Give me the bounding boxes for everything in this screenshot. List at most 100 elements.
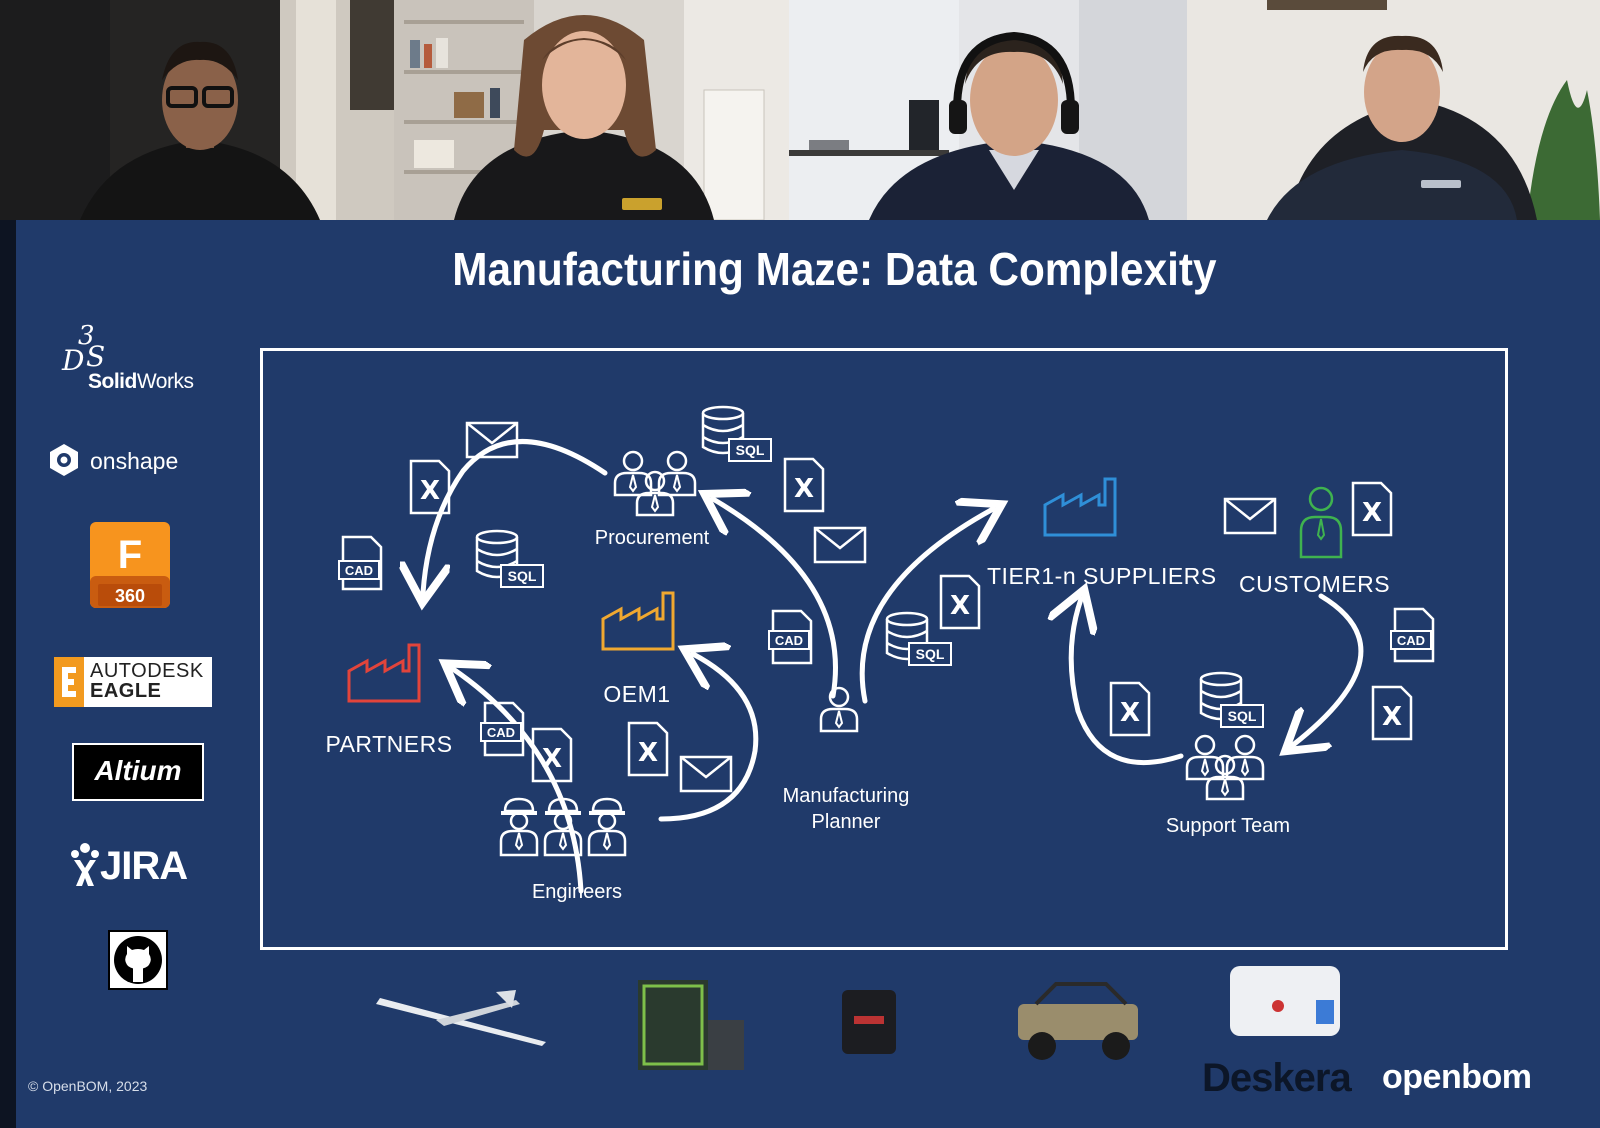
planner-line1: Manufacturing [782, 785, 910, 807]
participant-2-video [394, 0, 789, 220]
sql-database-icon: SQL [1199, 671, 1264, 728]
eagle-line1: AUTODESK [90, 660, 204, 682]
jira-wordmark: JIRA [100, 844, 188, 888]
ds-mark-icon: 3 D S [61, 321, 105, 377]
drone-aircraft-icon [376, 990, 546, 1046]
svg-text:3: 3 [78, 321, 95, 351]
cad-file-icon: CAD [1390, 607, 1435, 663]
altium-logo: Altium [72, 743, 204, 801]
data-complexity-diagram: SQL SQL SQL SQL X X X X X X X X CAD CAD … [260, 348, 1508, 950]
svg-text:SQL: SQL [508, 568, 537, 584]
svg-text:X: X [794, 474, 814, 504]
svg-text:X: X [950, 591, 970, 621]
fusion-360-logo: F 360 [90, 522, 170, 608]
customer-icon [1299, 486, 1343, 559]
participant-tile-3[interactable] [789, 0, 1187, 220]
svg-text:S: S [86, 340, 105, 373]
envelope-icon [679, 755, 733, 793]
sql-database-icon: SQL [475, 529, 544, 588]
jira-icon [71, 843, 99, 886]
eagle-icon [54, 657, 84, 707]
svg-text:X: X [1120, 698, 1140, 728]
svg-text:SQL: SQL [736, 442, 765, 458]
deskera-logo: Deskera [1202, 1056, 1352, 1100]
github-logo [108, 930, 168, 990]
oem1-label: OEM1 [603, 681, 671, 707]
procurement-group-icon [613, 450, 697, 517]
fusion-360-icon: F 360 [90, 522, 170, 608]
lab-analyzer-icon [1230, 966, 1340, 1036]
excel-file-icon: X [783, 457, 825, 513]
suppliers-factory-icon [1043, 477, 1117, 537]
partners-factory-icon [347, 643, 421, 703]
presentation-slide: Manufacturing Maze: Data Complexity 3 D … [16, 220, 1600, 1128]
cad-file-icon: CAD [768, 609, 813, 665]
openbom-logo: openbom [1382, 1058, 1532, 1096]
envelope-icon [813, 526, 867, 564]
svg-text:X: X [1362, 498, 1382, 528]
sql-database-icon: SQL [701, 405, 772, 462]
svg-text:D: D [61, 344, 84, 376]
participant-tile-4[interactable] [1187, 0, 1600, 220]
jira-logo: JIRA [70, 842, 200, 892]
utility-vehicle-icon [1018, 982, 1138, 1060]
copyright-text: © OpenBOM, 2023 [28, 1078, 148, 1094]
excel-file-icon: X [627, 721, 669, 777]
solidworks-bold: Solid [88, 370, 137, 393]
solidworks-logo: 3 D S SolidWorks [60, 320, 194, 400]
product-images-graphics [376, 966, 1340, 1070]
participant-1-video [0, 0, 394, 220]
suppliers-label: TIER1-n SUPPLIERS [987, 563, 1217, 589]
excel-file-icon: X [939, 574, 981, 630]
svg-text:CAD: CAD [345, 563, 373, 578]
svg-text:X: X [420, 476, 440, 506]
envelope-icon [1223, 497, 1277, 535]
excel-file-icon: X [1109, 681, 1151, 737]
procurement-label: Procurement [594, 527, 710, 549]
github-icon [114, 936, 162, 984]
oem1-factory-icon [601, 591, 675, 651]
cad-file-icon: CAD [480, 701, 525, 757]
svg-text:CAD: CAD [487, 725, 515, 740]
slide-title: Manufacturing Maze: Data Complexity [452, 243, 1217, 295]
svg-text:SQL: SQL [1228, 708, 1257, 724]
participant-3-video [789, 0, 1187, 220]
excel-file-icon: X [1371, 685, 1413, 741]
svg-text:CAD: CAD [775, 633, 803, 648]
engineers-label: Engineers [531, 881, 623, 903]
excel-file-icon: X [409, 459, 451, 515]
fusion-sub: 360 [115, 586, 145, 606]
fusion-letter: F [118, 533, 142, 577]
device-box-icon [842, 990, 896, 1054]
excel-file-icon: X [1351, 481, 1393, 537]
onshape-icon [50, 444, 78, 476]
planner-line2: Planner [811, 811, 881, 833]
machine-rack-icon [638, 980, 744, 1070]
manufacturing-planner-icon [819, 686, 859, 733]
participant-tile-2[interactable] [394, 0, 789, 220]
support-team-label: Support Team [1165, 815, 1291, 837]
product-images [16, 960, 1600, 1120]
svg-text:X: X [638, 738, 658, 768]
partners-label: PARTNERS [325, 731, 453, 757]
cad-file-icon: CAD [338, 535, 383, 591]
onshape-wordmark: onshape [90, 448, 179, 474]
svg-text:CAD: CAD [1397, 633, 1425, 648]
autodesk-eagle-logo: AUTODESK EAGLE [54, 657, 212, 707]
manufacturing-planner-label: Manufacturing Planner [771, 783, 921, 835]
altium-wordmark: Altium [94, 755, 182, 786]
customers-label: CUSTOMERS [1239, 571, 1391, 597]
sql-database-icon: SQL [885, 611, 952, 666]
participant-tile-1[interactable] [0, 0, 394, 220]
video-strip [0, 0, 1600, 220]
participant-4-video [1187, 0, 1600, 220]
support-team-icon [1185, 734, 1265, 801]
svg-text:X: X [1382, 702, 1402, 732]
svg-text:SQL: SQL [916, 646, 945, 662]
eagle-line2: EAGLE [90, 680, 162, 702]
diagram-graphics: SQL SQL SQL SQL X X X X X X X X CAD CAD … [338, 405, 1435, 894]
solidworks-regular: Works [136, 370, 194, 393]
svg-text:X: X [542, 744, 562, 774]
onshape-logo: onshape [48, 442, 208, 482]
excel-file-icon: X [531, 727, 573, 783]
